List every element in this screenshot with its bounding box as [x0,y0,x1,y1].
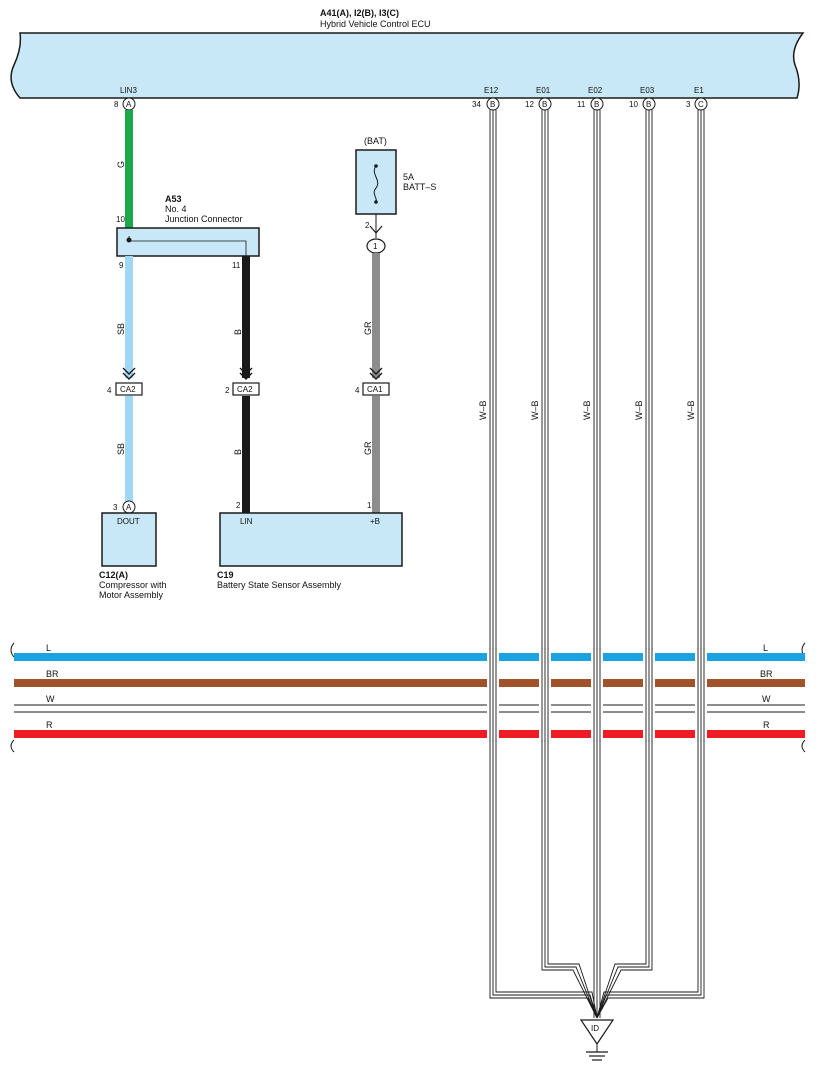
pin-number: 11 [577,100,586,109]
bus-lines [10,642,806,753]
wire-label-gr: GR [363,321,373,335]
bus-label-br-right: BR [760,669,773,679]
wire-label-sb: SB [116,443,126,455]
wire-label-g: G [116,161,126,168]
wire-e12[interactable] [489,110,598,1019]
sensor-terminal-lin: LIN [240,517,253,526]
wire-label-wb: W–B [686,400,696,420]
ecu-terminal-lin3: LIN3 [120,86,137,95]
fuse-icon [373,165,379,203]
bus-label-w-right: W [762,694,771,704]
fuse-source: (BAT) [364,136,387,146]
junction-line2: Junction Connector [165,214,243,224]
pin-circle[interactable] [486,97,500,111]
bus-label-w-left: W [46,694,55,704]
pin-number: 12 [525,100,534,109]
ground-wire-labels: W–B W–B W–B W–B W–B [478,400,696,420]
connector-ca2-left[interactable]: 4 CA2 [107,367,143,396]
ground-symbol[interactable]: ID [579,1019,615,1061]
sensor-name: Battery State Sensor Assembly [217,580,342,590]
bus-label-r-left: R [46,720,53,730]
ecu-terminal-e02: E02 [588,86,603,95]
sensor-pin-right: 1 [367,501,372,510]
junction-pin-right: 11 [232,261,241,270]
sensor-pin-left: 2 [236,501,241,510]
connector-pin: 2 [225,386,230,395]
bus-label-br-left: BR [46,669,59,679]
wire-e03[interactable] [596,110,653,1019]
wire-label-b: B [233,329,243,335]
ecu-block[interactable] [10,32,805,99]
connector-ca2-right[interactable]: 2 CA2 [225,367,260,396]
fuse-rating: 5A [403,172,414,182]
ecu-pins: 8 A 34 B 12 B 11 B 10 B 3 C [114,97,708,111]
bus-label-l-right: L [763,643,768,653]
junction-line1: No. 4 [165,204,187,214]
wire-label-wb: W–B [634,400,644,420]
battery-sensor-block[interactable] [219,512,403,567]
wire-e01[interactable] [541,110,598,1019]
fuse-pin: 2 [365,221,370,230]
connector-name: CA2 [237,385,253,394]
pin-circle[interactable] [538,97,552,111]
compressor-line2: Motor Assembly [99,590,164,600]
compressor-pin: 3 [113,503,118,512]
connector-pin: 4 [355,386,360,395]
ecu-terminal-e12: E12 [484,86,499,95]
compressor-terminal: DOUT [117,517,140,526]
pin-number: 3 [686,100,691,109]
ecu-terminal-e1: E1 [694,86,704,95]
wire-label-sb: SB [116,323,126,335]
wire-e02[interactable] [593,110,601,1018]
pin-conn: B [542,100,547,109]
wire-label-gr: GR [363,441,373,455]
junction-connector[interactable] [116,227,260,257]
compressor-line1: Compressor with [99,580,167,590]
fuse-name: BATT–S [403,182,436,192]
pin-conn: A [126,100,132,109]
fuse-box[interactable] [355,149,397,215]
pin-circle[interactable] [694,97,708,111]
connector-pin: 4 [107,386,112,395]
pin-number: 8 [114,100,119,109]
wire-label-wb: W–B [478,400,488,420]
wire-e1[interactable] [596,110,705,1019]
pin-conn: B [646,100,651,109]
pin-number: 34 [472,100,481,109]
junction-code: A53 [165,194,182,204]
ground-wire-crossings [489,648,705,742]
pin-conn: B [490,100,495,109]
wire-label-b: B [233,449,243,455]
pin-circle[interactable] [642,97,656,111]
sensor-terminal-b: +B [370,517,380,526]
junction-pin-left: 9 [119,261,124,270]
compressor-conn: A [126,503,132,512]
ecu-name: Hybrid Vehicle Control ECU [320,19,431,29]
wire-label-wb: W–B [530,400,540,420]
compressor-block[interactable] [101,512,157,567]
compressor-code: C12(A) [99,570,128,580]
connector-ca1[interactable]: 4 CA1 [355,367,390,396]
bus-label-l-left: L [46,643,51,653]
connector-name: CA1 [367,385,383,394]
pin-circle[interactable] [590,97,604,111]
pin-number: 10 [629,100,638,109]
wire-label-wb: W–B [582,400,592,420]
junction-pin-in: 10 [116,215,125,224]
pin-conn: C [698,100,704,109]
ground-point-label: ID [591,1024,599,1033]
ecu-code: A41(A), I2(B), I3(C) [320,8,399,18]
splice-label: 1 [373,242,378,251]
sensor-code: C19 [217,570,234,580]
ecu-terminal-e01: E01 [536,86,551,95]
bus-label-r-right: R [763,720,770,730]
connector-name: CA2 [120,385,136,394]
pin-conn: B [594,100,599,109]
ecu-terminal-e03: E03 [640,86,655,95]
ground-wires [489,110,705,1019]
